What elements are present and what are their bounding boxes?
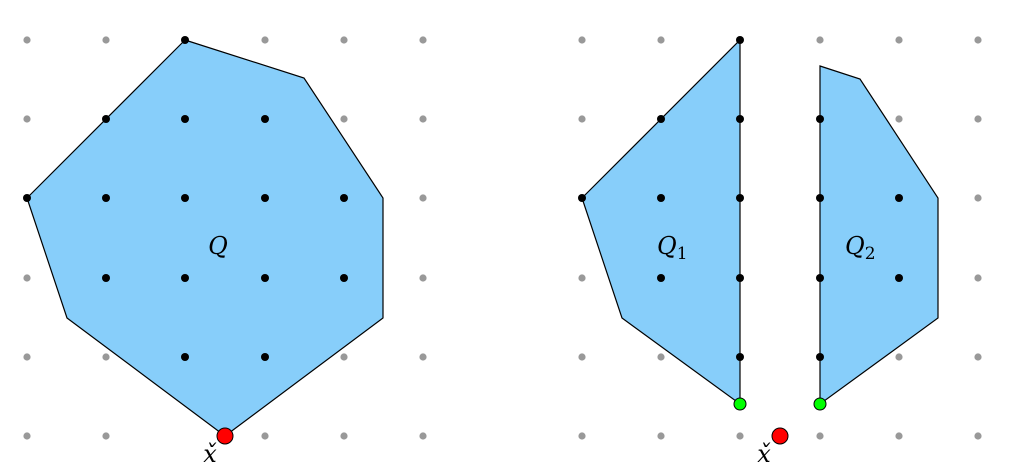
grid-point <box>419 274 427 282</box>
lattice-point <box>657 194 665 202</box>
grid-point <box>974 194 982 202</box>
grid-point <box>340 115 348 123</box>
polygon-q1-label-main: Q <box>657 232 677 260</box>
lattice-point <box>181 36 189 44</box>
grid-point <box>895 353 903 361</box>
polygon-q2 <box>819 65 939 406</box>
grid-point <box>419 115 427 123</box>
grid-point <box>578 274 586 282</box>
lattice-point <box>102 194 110 202</box>
lattice-point <box>102 274 110 282</box>
lattice-point <box>736 115 744 123</box>
lattice-point <box>23 194 31 202</box>
lattice-point <box>816 194 824 202</box>
grid-point <box>261 432 269 440</box>
lattice-point <box>261 194 269 202</box>
grid-point <box>261 36 269 44</box>
grid-point <box>974 115 982 123</box>
grid-point <box>102 353 110 361</box>
grid-point <box>23 36 31 44</box>
left-grid-points <box>23 36 427 440</box>
grid-point <box>657 353 665 361</box>
lattice-point <box>736 353 744 361</box>
grid-point <box>895 115 903 123</box>
grid-point <box>23 353 31 361</box>
grid-point <box>895 432 903 440</box>
grid-point <box>419 194 427 202</box>
grid-point <box>974 36 982 44</box>
polygon-q2-label-subscript: 2 <box>865 244 876 264</box>
polygon-q1-label-subscript: 1 <box>677 244 688 264</box>
grid-point <box>102 36 110 44</box>
lattice-point <box>181 353 189 361</box>
grid-point <box>419 432 427 440</box>
grid-point <box>340 432 348 440</box>
polygon-q1 <box>581 38 741 406</box>
grid-point <box>657 432 665 440</box>
lattice-point <box>181 274 189 282</box>
left-panel: Q x̌ <box>23 36 427 468</box>
split-endpoint-q1 <box>733 397 747 411</box>
grid-point <box>974 353 982 361</box>
grid-point <box>419 36 427 44</box>
grid-point <box>816 432 824 440</box>
grid-point <box>578 115 586 123</box>
apex-label-right: x̌ <box>757 440 771 468</box>
lattice-point <box>578 194 586 202</box>
grid-point <box>657 36 665 44</box>
lattice-point <box>657 115 665 123</box>
grid-point <box>419 353 427 361</box>
polygon-q2-label-main: Q <box>845 232 865 260</box>
lattice-point <box>261 115 269 123</box>
grid-point <box>23 115 31 123</box>
lattice-point <box>736 194 744 202</box>
apex-point-right <box>771 427 789 445</box>
lattice-point <box>736 274 744 282</box>
grid-point <box>974 274 982 282</box>
lattice-point <box>181 194 189 202</box>
grid-point <box>578 353 586 361</box>
lattice-point <box>261 353 269 361</box>
grid-point <box>340 36 348 44</box>
grid-point <box>23 274 31 282</box>
lattice-point <box>261 274 269 282</box>
right-interior-lattice-points <box>578 36 903 361</box>
polygon-q1-label: Q1 <box>657 232 688 264</box>
lattice-point <box>657 274 665 282</box>
lattice-point <box>895 274 903 282</box>
polygon-q2-label: Q2 <box>845 232 876 264</box>
lattice-point <box>340 274 348 282</box>
lattice-point <box>181 115 189 123</box>
lattice-point <box>340 194 348 202</box>
grid-point <box>736 432 744 440</box>
right-panel: Q1 Q2 x̌ <box>578 36 982 468</box>
polygon-q-label: Q <box>208 232 228 260</box>
grid-point <box>102 432 110 440</box>
lattice-point <box>816 115 824 123</box>
grid-point <box>340 353 348 361</box>
grid-point <box>578 432 586 440</box>
right-grid-points <box>578 36 982 440</box>
lattice-point <box>102 115 110 123</box>
apex-label-left: x̌ <box>203 440 217 468</box>
grid-point <box>974 432 982 440</box>
lattice-point <box>895 194 903 202</box>
grid-point <box>23 432 31 440</box>
lattice-point <box>816 353 824 361</box>
lattice-point <box>736 36 744 44</box>
split-endpoint-q2 <box>813 397 827 411</box>
polygon-q <box>26 39 384 437</box>
grid-point <box>816 36 824 44</box>
apex-point-left <box>216 427 234 445</box>
grid-point <box>895 36 903 44</box>
grid-point <box>578 36 586 44</box>
left-interior-lattice-points <box>23 36 348 361</box>
lattice-point <box>816 274 824 282</box>
